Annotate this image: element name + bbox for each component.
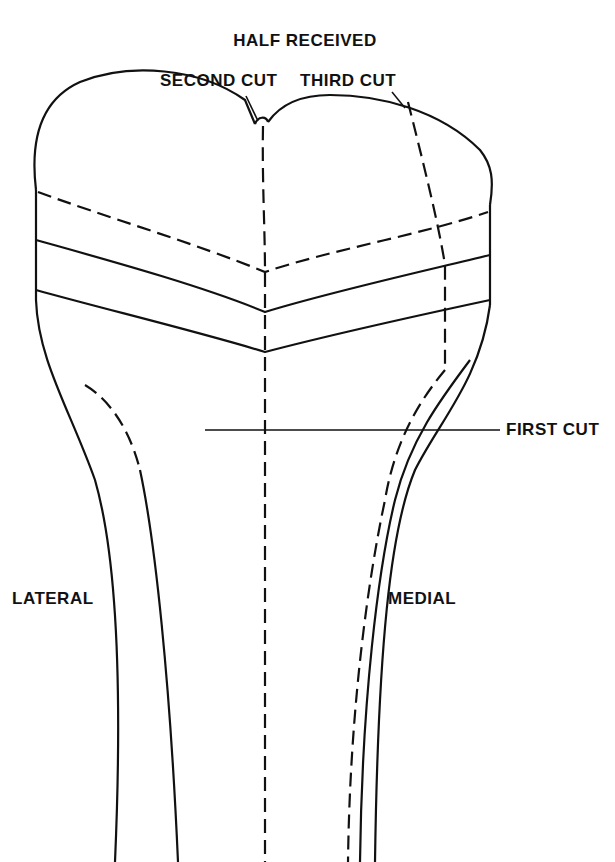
shaft-outline xyxy=(36,300,118,862)
third-cut-line xyxy=(408,102,445,370)
first-cut-line xyxy=(205,429,500,431)
cut-label: THIRD CUT xyxy=(300,72,396,91)
cut-label: FIRST CUT xyxy=(506,421,599,440)
side-label: LATERAL xyxy=(12,590,94,609)
shaft-outline xyxy=(375,305,490,862)
shaft-line xyxy=(140,470,178,862)
cut-label: SECOND CUT xyxy=(160,72,277,91)
shaft-line xyxy=(85,385,140,470)
leader-line xyxy=(246,96,258,121)
band-line xyxy=(36,240,490,312)
second-cut-line xyxy=(263,126,265,862)
third-cut-line xyxy=(348,370,445,862)
leader-line xyxy=(392,92,405,108)
side-label: MEDIAL xyxy=(388,590,456,609)
band-line xyxy=(36,290,490,352)
head-wall xyxy=(36,190,490,305)
shaft-line xyxy=(360,360,470,862)
diagram-title: HALF RECEIVED xyxy=(233,32,376,51)
